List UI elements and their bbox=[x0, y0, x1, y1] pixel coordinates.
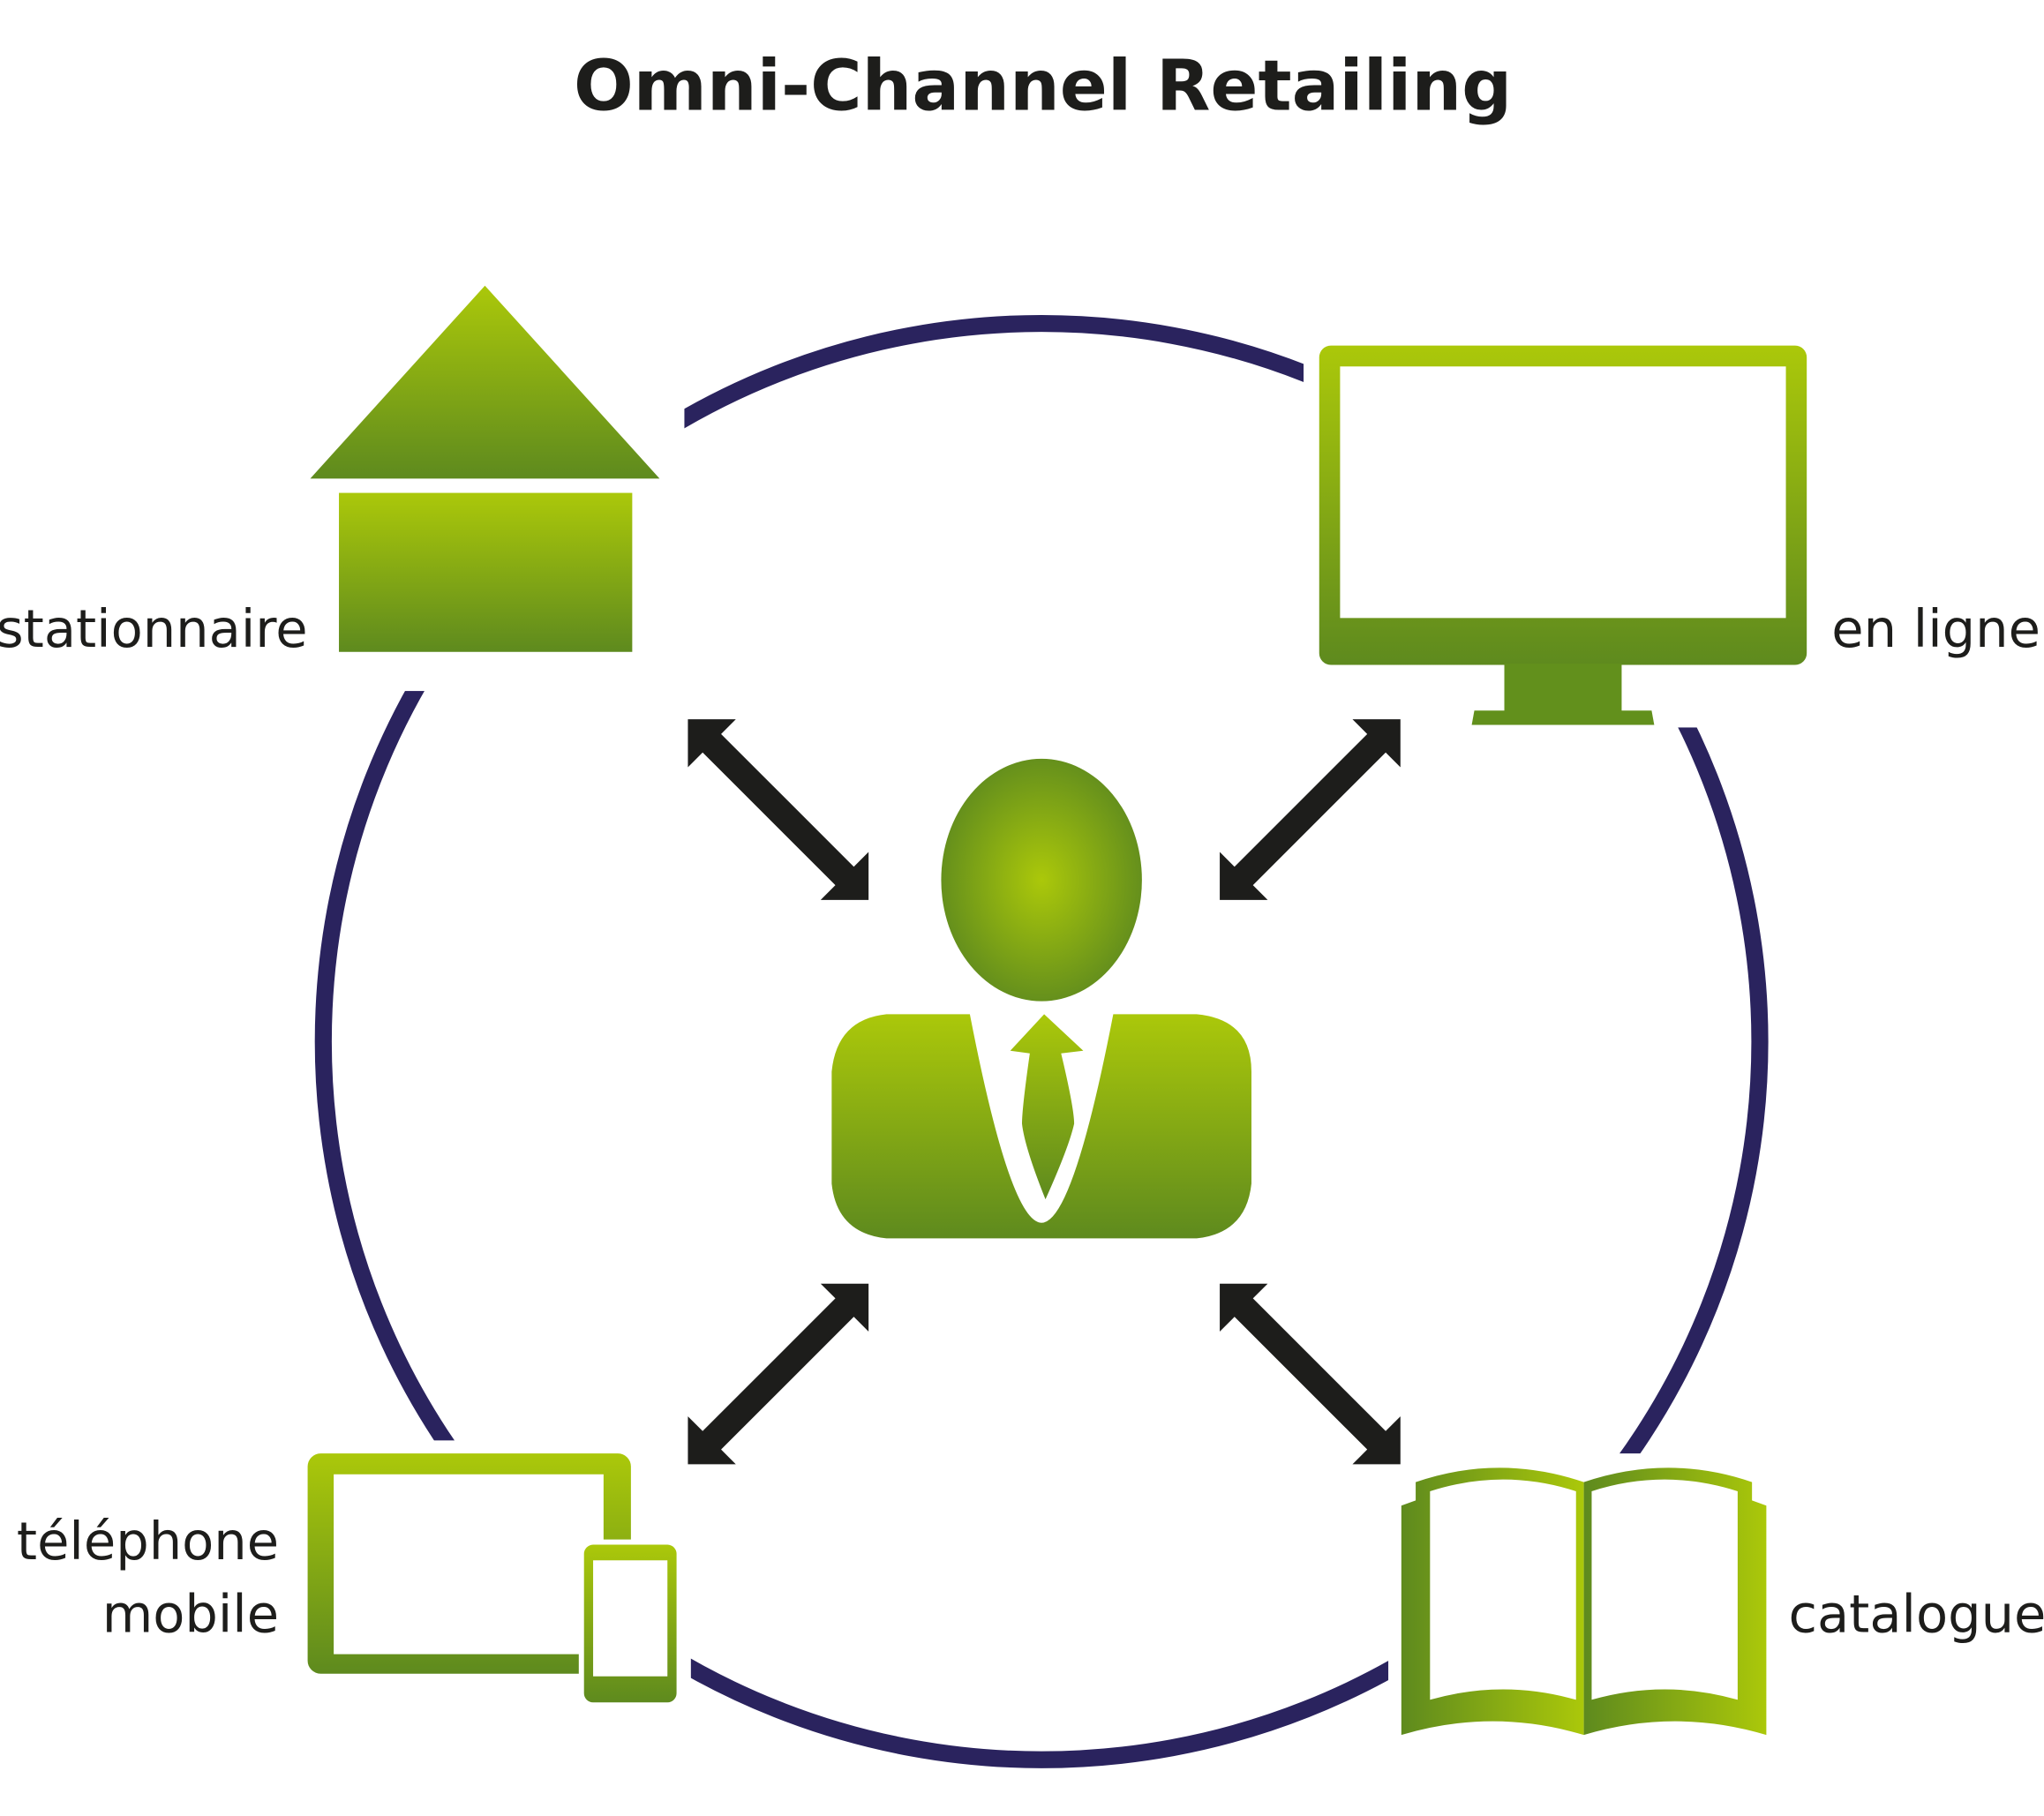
label-mobile-line2: mobile bbox=[102, 1583, 279, 1644]
open-book-icon bbox=[1388, 1453, 1780, 1747]
label-store: stationnaire bbox=[0, 598, 308, 659]
label-online: en ligne bbox=[1831, 598, 2040, 659]
monitor-icon bbox=[1304, 336, 1819, 728]
tablet-phone-icon bbox=[293, 1440, 691, 1715]
arrow-catalogue bbox=[1220, 1283, 1401, 1465]
arrow-online bbox=[1220, 719, 1401, 900]
label-catalogue: catalogue bbox=[1788, 1583, 2044, 1644]
arrow-store bbox=[688, 719, 869, 900]
diagram-title: Omni-Channel Retailing bbox=[574, 44, 1512, 126]
customer-icon bbox=[831, 758, 1251, 1239]
store-icon bbox=[293, 260, 685, 692]
label-mobile-line1: téléphone bbox=[17, 1511, 279, 1572]
channel-circle bbox=[314, 314, 1769, 1768]
arrow-mobile bbox=[688, 1283, 869, 1465]
arrows bbox=[688, 719, 1401, 1465]
